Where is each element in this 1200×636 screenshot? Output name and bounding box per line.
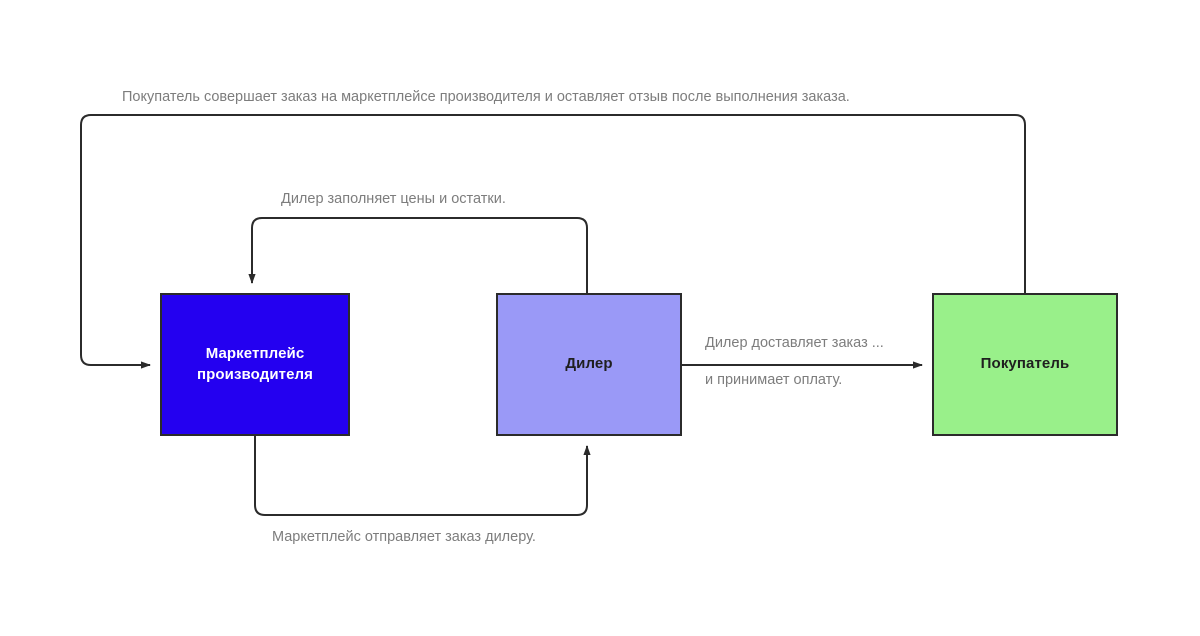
edge-dealer-to-marketplace bbox=[248, 217, 588, 293]
node-buyer-label: Покупатель bbox=[980, 355, 1070, 373]
edge-label-buyer-to-marketplace: Покупатель совершает заказ на маркетплей… bbox=[122, 89, 850, 105]
node-marketplace[interactable]: Маркетплейс производителя bbox=[160, 293, 350, 436]
edge-label-marketplace-to-dealer: Маркетплейс отправляет заказ дилеру. bbox=[272, 529, 536, 545]
node-dealer[interactable]: Дилер bbox=[496, 293, 682, 436]
edge-label-dealer-to-buyer-line1: Дилер доставляет заказ ... bbox=[705, 335, 884, 351]
node-dealer-label: Дилер bbox=[565, 355, 613, 373]
edge-marketplace-to-dealer bbox=[254, 436, 591, 516]
node-buyer[interactable]: Покупатель bbox=[932, 293, 1118, 436]
edge-label-dealer-to-buyer-line2: и принимает оплату. bbox=[705, 372, 843, 388]
edge-label-dealer-to-marketplace: Дилер заполняет цены и остатки. bbox=[281, 191, 506, 207]
node-marketplace-label: Маркетплейс производителя bbox=[196, 345, 314, 383]
edge-buyer-to-marketplace bbox=[80, 114, 1026, 369]
